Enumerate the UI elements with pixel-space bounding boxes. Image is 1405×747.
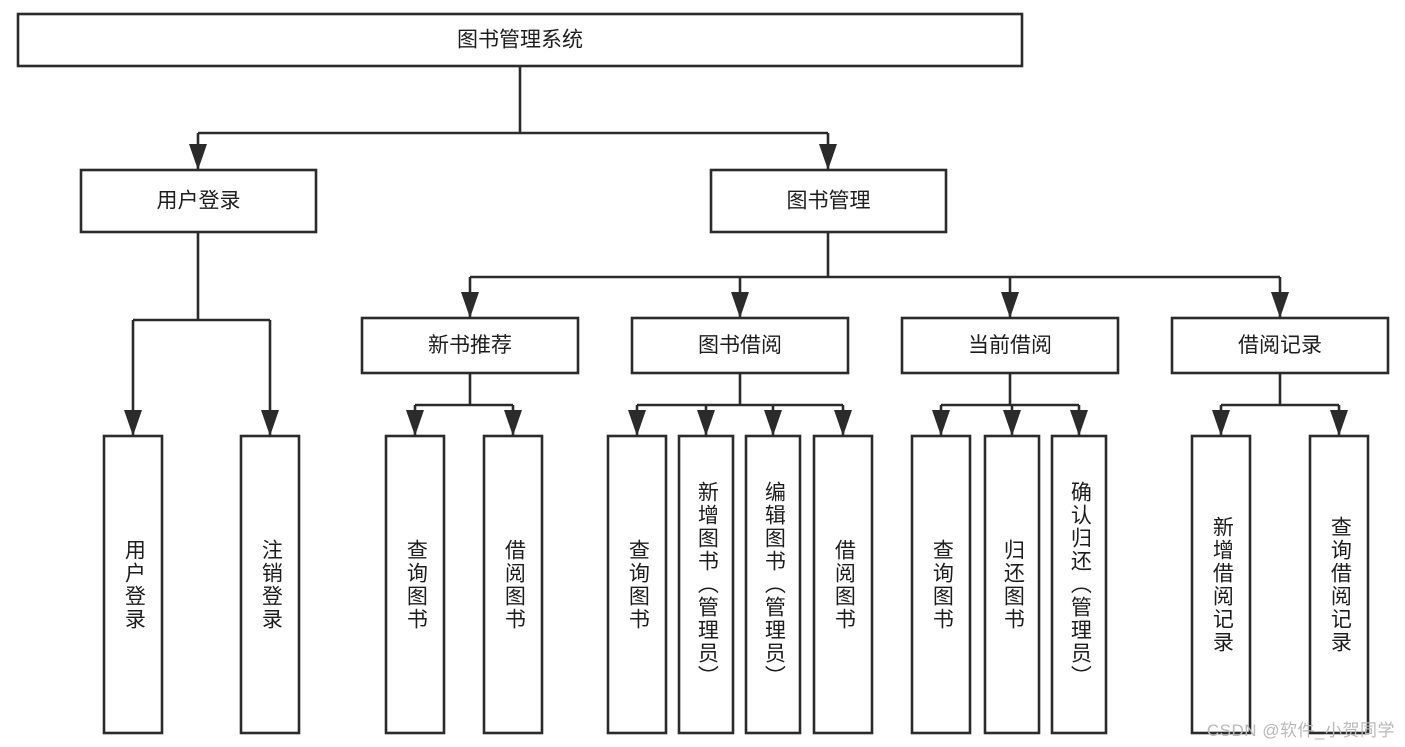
leaf-node-11-box[interactable] (1190, 434, 1252, 735)
root-node-box[interactable] (16, 12, 1024, 68)
arrow-head-icon (261, 410, 279, 436)
arrow-head-icon (1003, 410, 1021, 436)
level2-node-0-label: 用户登录 (157, 190, 241, 213)
level3-node-0-box[interactable] (360, 316, 580, 375)
leaf-node-2-box[interactable] (384, 434, 446, 735)
level3-node-1-label: 图书借阅 (698, 334, 782, 357)
level3-node-2-label: 当前借阅 (968, 334, 1052, 357)
leaf-node-8-box[interactable] (910, 434, 972, 735)
arrow-head-icon (189, 144, 207, 170)
connector-layer (124, 66, 1348, 436)
arrow-head-icon (834, 410, 852, 436)
arrow-head-icon (1001, 292, 1019, 318)
level3-node-3-box[interactable] (1170, 316, 1390, 375)
arrow-head-icon (1070, 410, 1088, 436)
arrow-head-icon (461, 292, 479, 318)
leaf-node-6-box[interactable] (744, 434, 802, 735)
arrow-head-icon (697, 410, 715, 436)
level3-node-0-label: 新书推荐 (428, 334, 512, 357)
leaf-node-3-box[interactable] (482, 434, 544, 735)
leaf-node-9-box[interactable] (983, 434, 1041, 735)
leaf-node-7-box[interactable] (812, 434, 874, 735)
leaf-node-5-box[interactable] (677, 434, 735, 735)
level2-node-0-box[interactable] (79, 168, 318, 234)
arrow-head-icon (124, 410, 142, 436)
arrow-head-icon (628, 410, 646, 436)
arrow-head-icon (764, 410, 782, 436)
level3-node-1-box[interactable] (630, 316, 850, 375)
root-node-label: 图书管理系统 (457, 29, 583, 52)
arrow-head-icon (819, 144, 837, 170)
arrow-head-icon (932, 410, 950, 436)
arrow-head-icon (1330, 410, 1348, 436)
arrow-head-icon (406, 410, 424, 436)
watermark: CSDN @软件_小贺同学 (1206, 721, 1395, 740)
leaf-node-1-box[interactable] (239, 434, 301, 735)
leaf-node-12-box[interactable] (1308, 434, 1370, 735)
leaf-node-10-box[interactable] (1050, 434, 1108, 735)
level2-node-1-label: 图书管理 (787, 190, 871, 213)
arrow-head-icon (1212, 410, 1230, 436)
level3-node-3-label: 借阅记录 (1238, 334, 1322, 357)
leaf-node-4-box[interactable] (606, 434, 668, 735)
arrow-head-icon (1271, 292, 1289, 318)
arrow-head-icon (504, 410, 522, 436)
leaf-node-0-box[interactable] (102, 434, 164, 735)
node-box-layer (16, 12, 1390, 735)
level2-node-1-box[interactable] (709, 168, 948, 234)
arrow-head-icon (731, 292, 749, 318)
level3-node-2-box[interactable] (900, 316, 1120, 375)
